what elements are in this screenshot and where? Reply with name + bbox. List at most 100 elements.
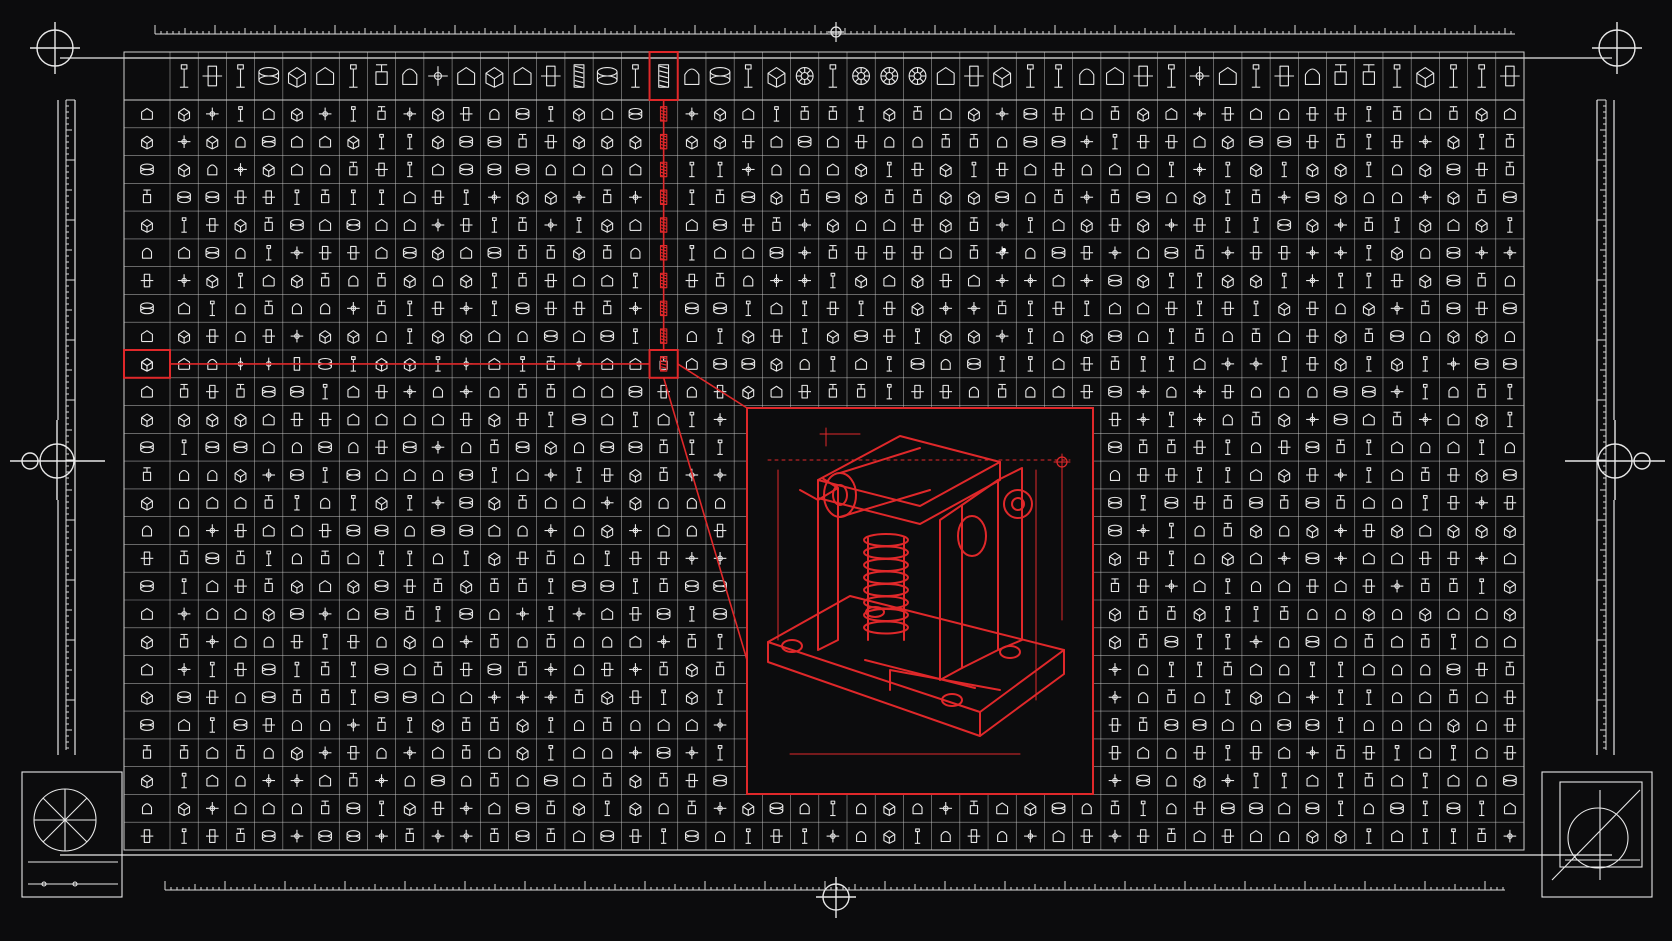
- cap-icon: [320, 164, 331, 176]
- cap-icon: [291, 303, 302, 315]
- zoom-leader-line: [677, 363, 748, 409]
- block-icon: [629, 135, 642, 150]
- cross-fitting-icon: [1418, 190, 1432, 204]
- bracket-icon: [1447, 607, 1460, 620]
- cross-fitting-icon: [1277, 190, 1291, 204]
- flange-icon: [1362, 385, 1376, 398]
- cross-fitting-icon: [995, 329, 1009, 343]
- cross-fitting-icon: [290, 774, 304, 787]
- pipe-fitting-icon: [206, 690, 219, 705]
- bolt-icon: [548, 106, 554, 122]
- bracket-icon: [178, 719, 191, 731]
- block-icon: [488, 552, 501, 567]
- valve-icon: [264, 217, 273, 231]
- pipe-fitting-icon: [967, 829, 981, 843]
- cap-icon: [686, 525, 697, 537]
- valve-icon: [292, 689, 302, 704]
- valve-icon: [1421, 578, 1430, 593]
- cap-icon: [573, 719, 585, 731]
- cap-icon: [1025, 192, 1036, 204]
- valve-icon: [800, 189, 809, 204]
- bracket-icon: [601, 413, 614, 426]
- bolt-icon: [407, 495, 413, 511]
- valve-icon: [1505, 133, 1515, 148]
- block-icon: [1306, 830, 1319, 844]
- cap-icon: [573, 525, 585, 537]
- block-icon: [573, 107, 585, 122]
- bracket-icon: [1193, 830, 1206, 843]
- flange-icon: [177, 691, 191, 704]
- spring-icon: [658, 64, 670, 88]
- pipe-fitting-icon: [206, 218, 219, 232]
- bracket-icon: [826, 135, 839, 148]
- pipe-fitting-icon: [1193, 495, 1206, 510]
- pipe-fitting-icon: [1136, 468, 1150, 482]
- bolt-icon: [322, 633, 328, 650]
- flange-icon: [431, 524, 445, 537]
- block-icon: [1334, 357, 1347, 372]
- bracket-icon: [141, 107, 153, 120]
- bolt-icon: [1477, 64, 1486, 88]
- bolt-icon: [1168, 550, 1175, 567]
- bracket-icon: [1193, 135, 1206, 148]
- bracket-icon: [319, 774, 332, 787]
- cross-fitting-icon: [967, 302, 981, 315]
- valve-icon: [1251, 328, 1261, 343]
- bracket-icon: [573, 330, 585, 343]
- flange-icon: [1249, 135, 1263, 148]
- bracket-icon: [1391, 830, 1404, 843]
- valve-icon: [941, 133, 950, 148]
- flange-icon: [1108, 496, 1122, 509]
- block-icon: [967, 191, 980, 205]
- flange-icon: [741, 191, 756, 204]
- cross-fitting-icon: [629, 190, 642, 204]
- bolt-icon: [378, 550, 385, 567]
- bolt-icon: [1337, 661, 1344, 678]
- cap-icon: [912, 803, 923, 815]
- pipe-fitting-icon: [318, 412, 332, 427]
- pipe-fitting-icon: [234, 523, 247, 538]
- pipe-fitting-icon: [1277, 440, 1291, 455]
- pipe-fitting-icon: [431, 190, 445, 205]
- cap-icon: [1081, 803, 1092, 815]
- valve-icon: [377, 300, 386, 315]
- pipe-fitting-icon: [1503, 718, 1517, 732]
- bolt-icon: [1478, 133, 1485, 150]
- cross-fitting-icon: [770, 274, 783, 287]
- valve-icon: [885, 189, 894, 204]
- spring-icon: [573, 64, 585, 88]
- valve-icon: [1167, 439, 1176, 454]
- flange-icon: [140, 441, 154, 454]
- valve-icon: [659, 772, 668, 787]
- valve-icon: [179, 383, 189, 398]
- pipe-fitting-icon: [206, 329, 219, 343]
- flange-icon: [487, 246, 502, 259]
- block-icon: [1447, 330, 1460, 344]
- pipe-fitting-icon: [1306, 579, 1319, 593]
- cap-icon: [263, 747, 274, 759]
- bracket-icon: [1391, 774, 1404, 787]
- valve-icon: [518, 578, 527, 593]
- cross-fitting-icon: [347, 302, 360, 315]
- bracket-icon: [488, 524, 501, 537]
- cross-fitting-icon: [177, 663, 191, 676]
- bracket-icon: [262, 107, 275, 120]
- block-icon: [1475, 107, 1488, 122]
- valve-icon: [828, 245, 838, 259]
- block-icon: [234, 219, 247, 233]
- bolt-icon: [1140, 356, 1146, 372]
- bracket-icon: [262, 274, 275, 287]
- bolt-icon: [236, 64, 245, 88]
- bolt-icon: [1422, 800, 1428, 817]
- flange-icon: [1220, 802, 1235, 815]
- bracket-icon: [234, 635, 247, 648]
- cap-icon: [545, 164, 556, 176]
- pipe-fitting-icon: [1475, 662, 1488, 677]
- cap-icon: [856, 219, 867, 231]
- flange-icon: [628, 385, 643, 398]
- flange-icon: [459, 163, 474, 176]
- flange-icon: [346, 802, 361, 815]
- cross-fitting-icon: [459, 635, 473, 648]
- cap-icon: [235, 247, 246, 259]
- cross-fitting-icon: [544, 524, 558, 537]
